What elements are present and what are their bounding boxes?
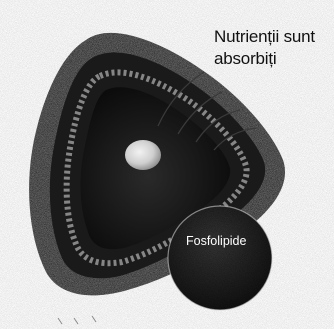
nucleus-sphere [125, 140, 161, 170]
nutrients-absorbed-label: Nutrienții sunt absorbiți [214, 26, 332, 70]
phospholipids-label: Fosfolipide [186, 234, 266, 248]
